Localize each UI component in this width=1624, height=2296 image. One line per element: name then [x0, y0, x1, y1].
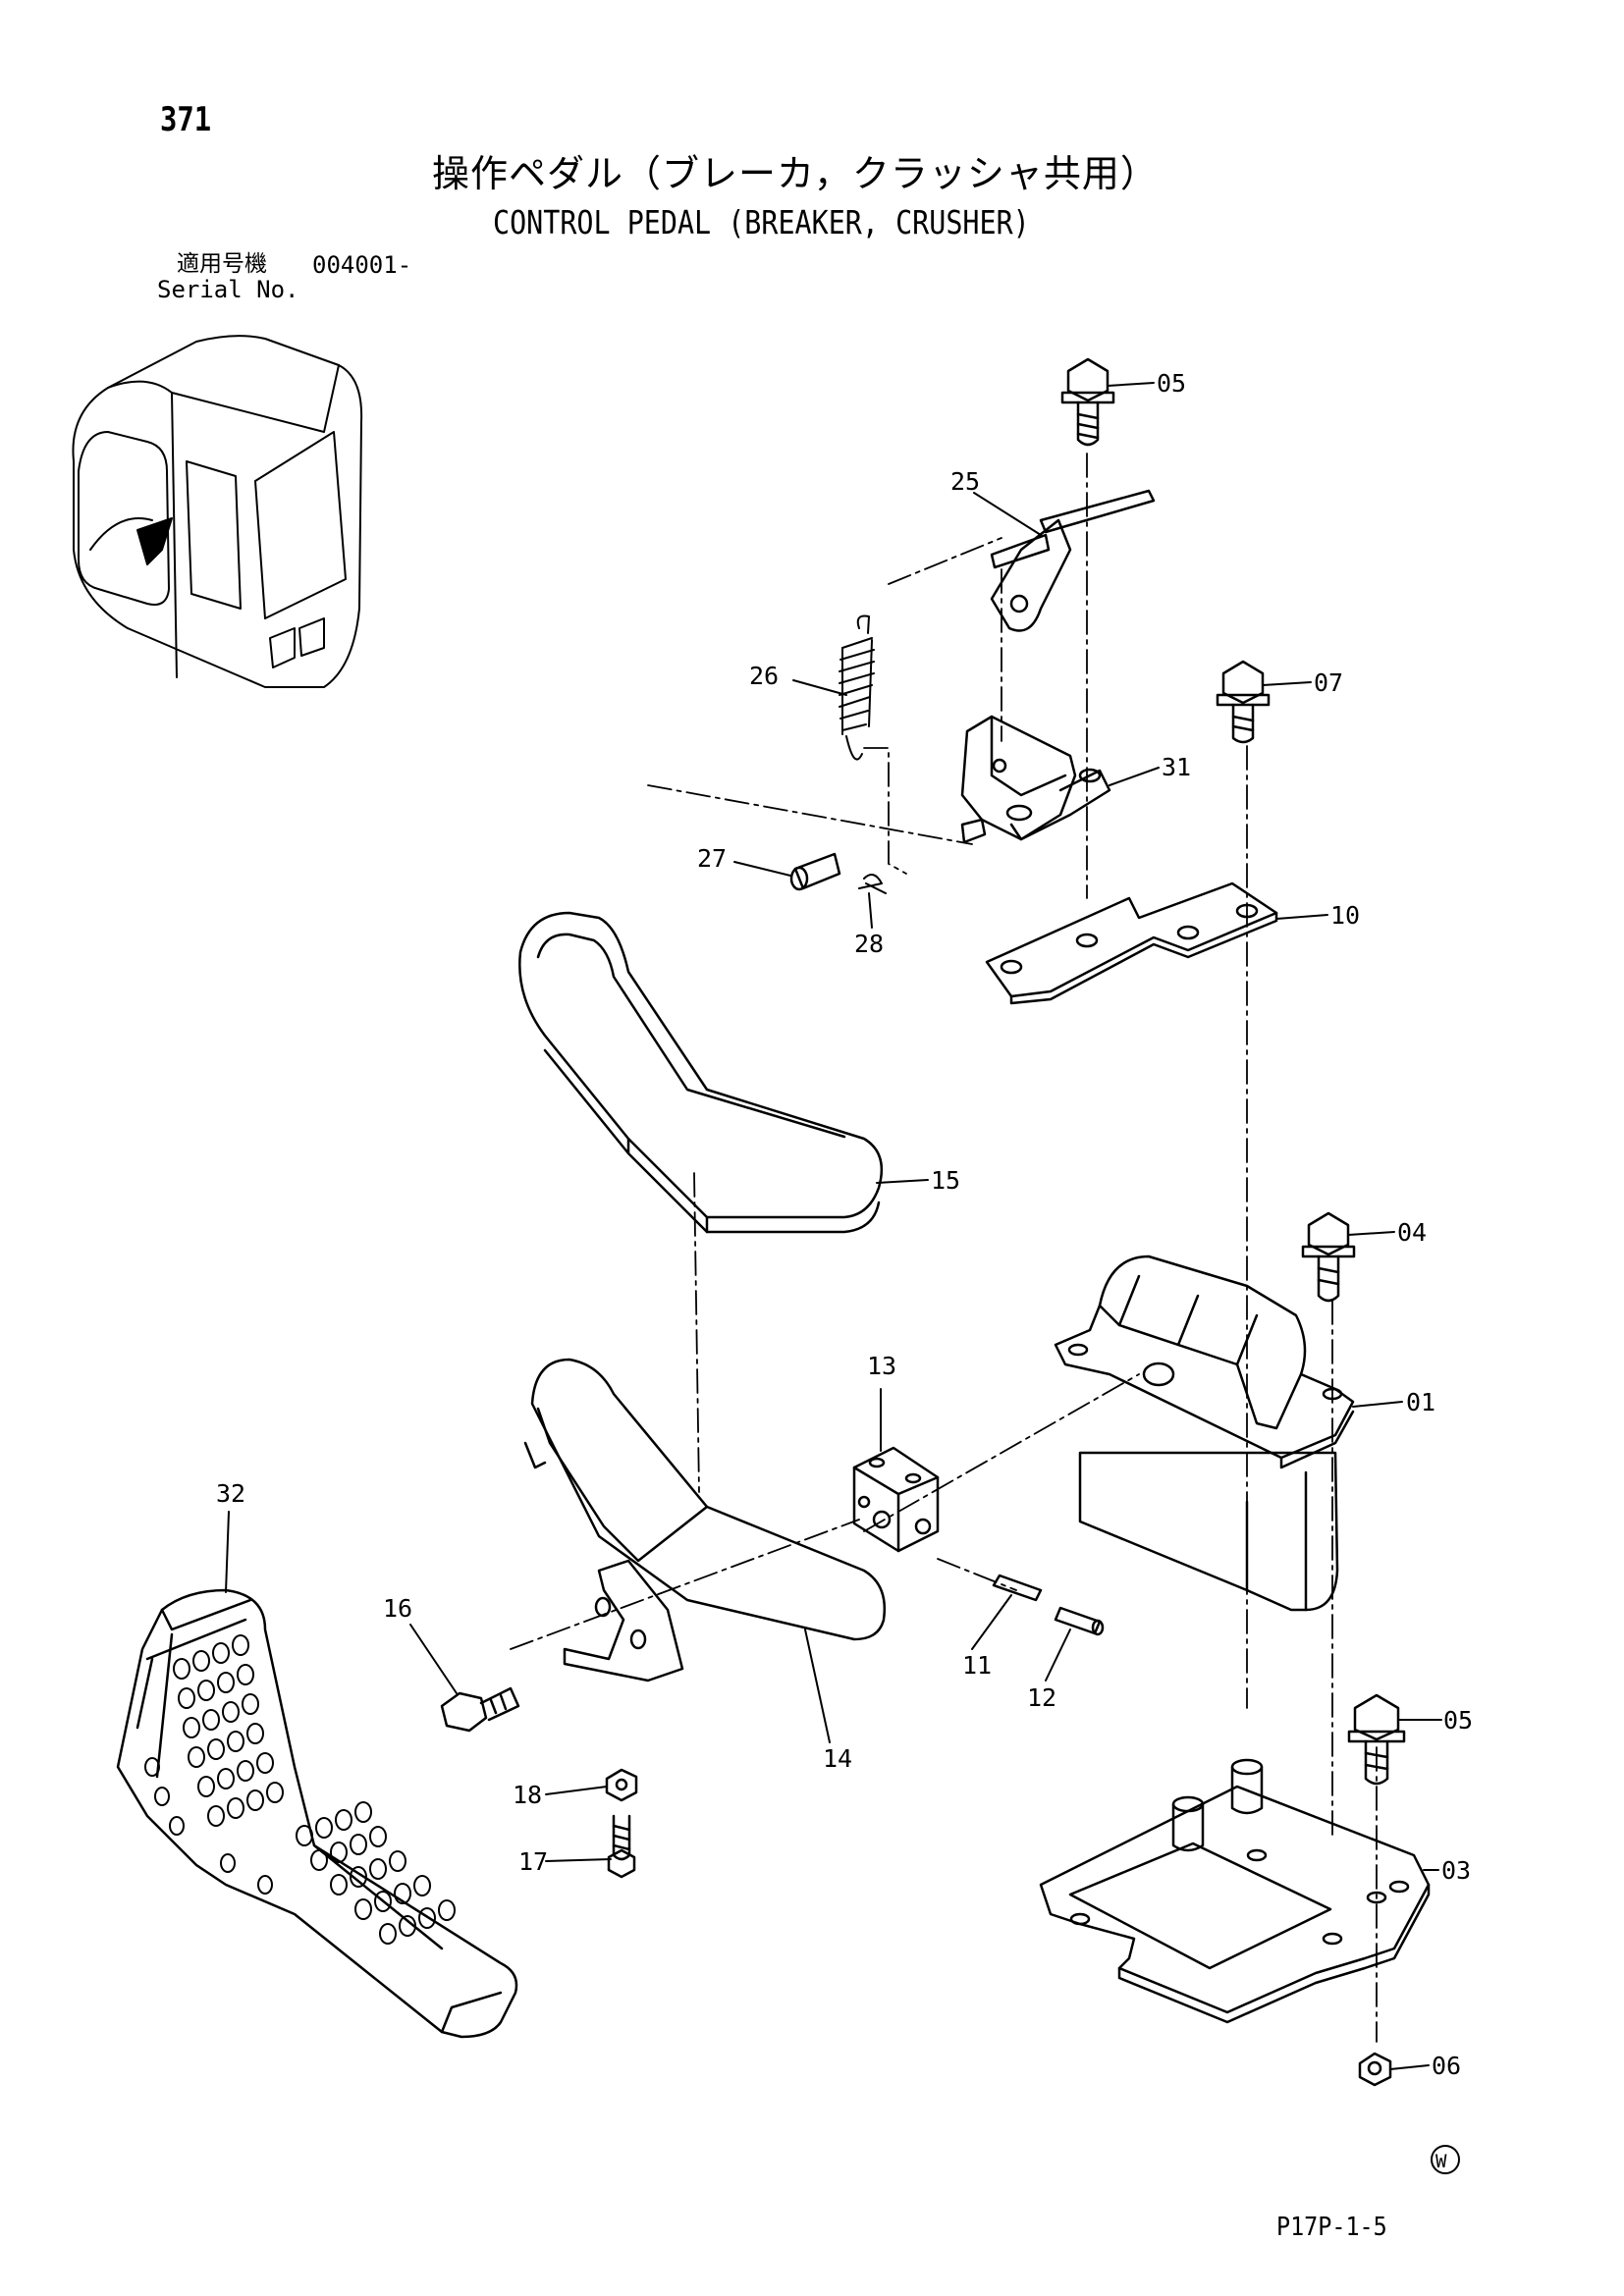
part-label-04: 04 [1397, 1218, 1427, 1247]
pin-11 [992, 1574, 1043, 1602]
bracket-31 [960, 715, 1111, 844]
part-label-07: 07 [1314, 668, 1343, 697]
spring-26 [839, 614, 875, 761]
plate-10 [985, 881, 1278, 1005]
part-label-31: 31 [1162, 753, 1191, 781]
part-label-12: 12 [1027, 1683, 1056, 1712]
leader-lines [225, 382, 1442, 2070]
part-label-16: 16 [383, 1594, 412, 1623]
nut-06 [1358, 2052, 1392, 2087]
base-plate-03 [1039, 1758, 1431, 2024]
cab-thumbnail [72, 335, 363, 688]
bolt-17 [607, 1814, 636, 1879]
lever-25 [990, 489, 1156, 632]
valve-01 [1054, 1255, 1355, 1612]
part-label-14: 14 [823, 1744, 852, 1773]
page-number: 371 [160, 100, 212, 139]
part-label-26: 26 [749, 662, 779, 690]
part-label-18: 18 [513, 1781, 542, 1809]
pedal-14 [523, 1358, 887, 1682]
nut-18 [605, 1768, 638, 1802]
part-label-03: 03 [1441, 1856, 1471, 1885]
part-label-06: 06 [1432, 2052, 1461, 2080]
bolt-07 [1216, 660, 1271, 744]
part-label-10: 10 [1330, 901, 1360, 930]
serial-number-value: 004001- [312, 251, 412, 279]
clip-28 [858, 874, 887, 894]
part-label-17: 17 [518, 1847, 548, 1876]
part-label-27: 27 [697, 844, 727, 873]
leader-dashed-lines [510, 453, 1378, 2043]
bolt-05-lower [1347, 1693, 1406, 1786]
part-label-25: 25 [950, 467, 980, 496]
bolt-16 [440, 1686, 520, 1733]
part-label-32: 32 [216, 1479, 245, 1508]
pin-27 [789, 852, 841, 891]
part-label-01: 01 [1406, 1388, 1435, 1416]
circled-w-badge: W [1431, 2145, 1460, 2174]
part-label-05-top: 05 [1157, 369, 1186, 398]
figure-code: P17P-1-5 [1276, 2213, 1387, 2242]
title-english: CONTROL PEDAL (BREAKER, CRUSHER) [493, 203, 1030, 241]
part-label-11: 11 [962, 1651, 992, 1680]
part-label-05-lower: 05 [1443, 1706, 1473, 1735]
part-label-28: 28 [854, 930, 884, 958]
serial-label-english: Serial No. [157, 276, 299, 303]
pin-12 [1054, 1606, 1105, 1636]
bolt-04 [1301, 1211, 1356, 1303]
serial-label-japanese: 適用号機 [177, 251, 267, 277]
badge-letter: W [1435, 2151, 1447, 2172]
part-label-15: 15 [931, 1166, 960, 1195]
block-13 [852, 1446, 940, 1553]
title-japanese: 操作ペダル（ブレーカ，クラッシャ共用） [432, 152, 1159, 195]
pedal-32-grip-holes [144, 1634, 456, 1945]
pedal-32 [116, 1588, 518, 2039]
part-labels: 05 25 07 26 31 27 28 10 15 04 13 01 32 1… [216, 369, 1473, 2080]
bolt-05-top [1060, 357, 1115, 447]
part-label-13: 13 [867, 1352, 896, 1380]
pedal-cover-15 [518, 911, 884, 1234]
